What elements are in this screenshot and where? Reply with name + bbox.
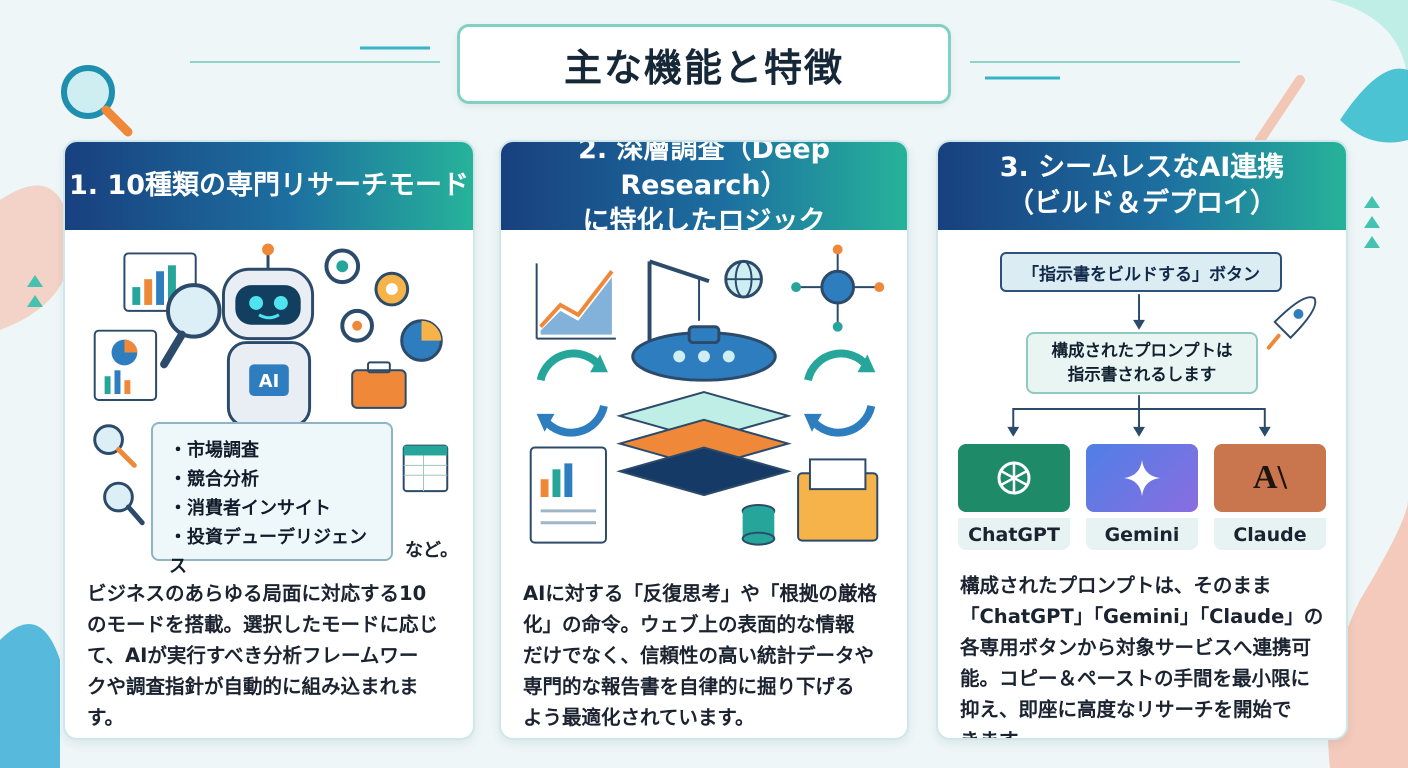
magnifier-icon (61, 65, 133, 137)
etc-label: など。 (405, 540, 459, 561)
list-item: 市場調査 (169, 436, 375, 465)
data-layers-icon (616, 391, 792, 497)
service-chatgpt[interactable]: ChatGPT (958, 444, 1070, 550)
folder-icon (797, 458, 879, 542)
globe-icon (724, 259, 763, 299)
service-label: Claude (1214, 518, 1326, 550)
magnifier-icon (160, 283, 222, 369)
list-item: 消費者インサイト (169, 494, 375, 523)
card-description: 構成されたプロンプトは、そのまま「ChatGPT」「Gemini」「Claude… (960, 574, 1324, 738)
document-icon (529, 446, 607, 544)
card-heading: 2. 深層調査（Deep Research） に特化したロジック (501, 142, 907, 237)
card-heading: 1. 10種類の専門リサーチモード (65, 142, 473, 230)
feature-card-ai-integration: 3. シームレスなAI連携 （ビルド＆デプロイ） 「指示書をビルドする」ボタン … (936, 140, 1348, 740)
briefcase-icon (351, 361, 407, 409)
crane-icon (647, 259, 710, 341)
network-icon (791, 244, 885, 332)
spreadsheet-icon (402, 444, 449, 493)
search-icon (93, 424, 145, 526)
submarine-icon (631, 325, 777, 382)
flow-arrows (1007, 294, 1317, 437)
build-instructions-button[interactable]: 「指示書をビルドする」ボタン (1000, 252, 1282, 292)
gear-icon (324, 248, 443, 362)
service-claude[interactable]: A\ Claude (1214, 444, 1326, 550)
robot-icon: AI (221, 243, 315, 428)
feature-card-research-modes: 1. 10種類の専門リサーチモード AI (63, 140, 475, 740)
deep-dive-illustration (529, 244, 885, 546)
card-heading: 3. シームレスなAI連携 （ビルド＆デプロイ） (938, 142, 1346, 230)
page-title: 主な機能と特徴 (457, 24, 951, 104)
ai-badge: AI (259, 371, 279, 392)
chatgpt-logo-icon (958, 444, 1070, 512)
service-label: Gemini (1086, 518, 1198, 550)
list-item: 投資デューデリジェンス (169, 523, 375, 581)
pie-chart-icon (93, 329, 158, 401)
research-mode-list: 市場調査 競合分析 消費者インサイト 投資デューデリジェンス (151, 422, 393, 577)
feature-card-deep-research: 2. 深層調査（Deep Research） に特化したロジック (499, 140, 909, 740)
database-icon (741, 503, 776, 546)
card-description: AIに対する「反復思考」や「根拠の厳格化」の命令。ウェブ上の表面的な情報だけでな… (523, 582, 877, 729)
service-gemini[interactable]: Gemini (1086, 444, 1198, 550)
line-chart-icon (535, 263, 616, 340)
rocket-icon (1266, 296, 1317, 350)
robot-illustration: AI (93, 243, 449, 526)
refresh-icon (536, 349, 876, 437)
gemini-logo-icon (1086, 444, 1198, 512)
service-label: ChatGPT (958, 518, 1070, 550)
list-item: 競合分析 (169, 465, 375, 494)
claude-logo-icon: A\ (1214, 444, 1326, 512)
prompt-output-box: 構成されたプロンプトは指示書されるします (1026, 332, 1258, 394)
